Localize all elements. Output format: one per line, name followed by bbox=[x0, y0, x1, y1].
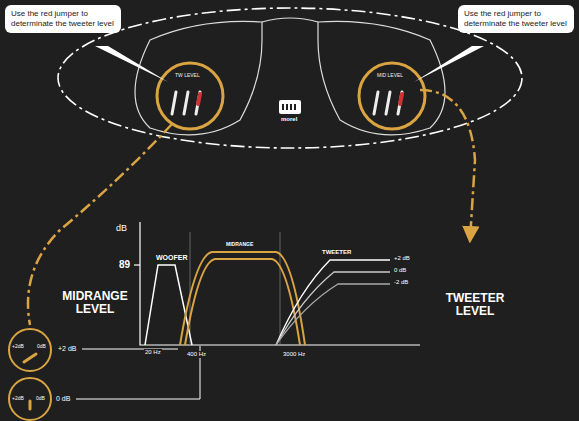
axis-title: TWEETER LEVEL bbox=[440, 292, 510, 318]
level-value: 0 dB bbox=[393, 267, 407, 274]
tweeter-curve bbox=[276, 260, 390, 345]
jumper-value: 0dB bbox=[37, 344, 46, 350]
woofer-curve bbox=[145, 265, 192, 345]
jumper-pins bbox=[172, 92, 402, 114]
zoom-circle bbox=[157, 63, 223, 129]
tweeter-curve bbox=[276, 284, 390, 345]
axis-title: MIDRANGE LEVEL bbox=[55, 290, 135, 316]
callout-box: Use the red jumper to determinate the tw… bbox=[5, 5, 121, 33]
level-value: +2 dB bbox=[393, 255, 411, 262]
red-jumper bbox=[29, 401, 32, 409]
grid-line bbox=[190, 232, 280, 345]
axis-label: dB bbox=[116, 224, 127, 234]
leader-line bbox=[76, 346, 200, 399]
jumper-circle bbox=[9, 329, 51, 371]
zoom-circle bbox=[359, 63, 425, 129]
callout-text: Use the red jumper to determinate the tw… bbox=[464, 9, 568, 29]
part-name: MID LEVEL bbox=[377, 73, 403, 79]
callout-pointer bbox=[95, 46, 168, 82]
tweeter-curve bbox=[276, 272, 390, 345]
band-label: MIDRANGE bbox=[226, 242, 253, 248]
axis-value: 400 Hz bbox=[186, 351, 207, 358]
level-value: -2 dB bbox=[393, 279, 409, 286]
housing-line bbox=[262, 18, 318, 22]
logo-mark bbox=[279, 100, 301, 114]
callout-text: Use the red jumper to determinate the tw… bbox=[11, 9, 115, 29]
band-label: WOOFER bbox=[156, 254, 188, 262]
axes bbox=[140, 222, 420, 345]
axis-value: 3000 Hz bbox=[282, 351, 306, 358]
axis-value: 20 Hz bbox=[144, 349, 162, 356]
red-jumper bbox=[198, 94, 402, 104]
dashed-arrow bbox=[28, 124, 172, 325]
housing-outline bbox=[58, 8, 522, 148]
part-name: TW LEVEL bbox=[175, 73, 200, 79]
jumper-value: +2dB bbox=[12, 344, 24, 350]
speaker-lobe bbox=[318, 21, 445, 134]
dashed-arrow bbox=[420, 90, 475, 240]
jumper-circle bbox=[9, 378, 51, 420]
leader-line bbox=[82, 349, 178, 350]
level-value: +2 dB bbox=[57, 345, 78, 353]
jumper-value: 0dB bbox=[36, 396, 45, 402]
tick bbox=[134, 264, 140, 265]
callout-box: Use the red jumper to determinate the tw… bbox=[458, 5, 574, 33]
axis-value: 89 bbox=[118, 259, 131, 270]
brand-name: morel bbox=[281, 116, 297, 123]
callout-pointer bbox=[414, 46, 484, 82]
level-value: 0 dB bbox=[55, 395, 71, 403]
jumper-value: +2dB bbox=[12, 396, 24, 402]
red-jumper bbox=[24, 354, 36, 362]
band-label: TWEETER bbox=[322, 249, 351, 256]
speaker-lobe bbox=[135, 21, 262, 134]
